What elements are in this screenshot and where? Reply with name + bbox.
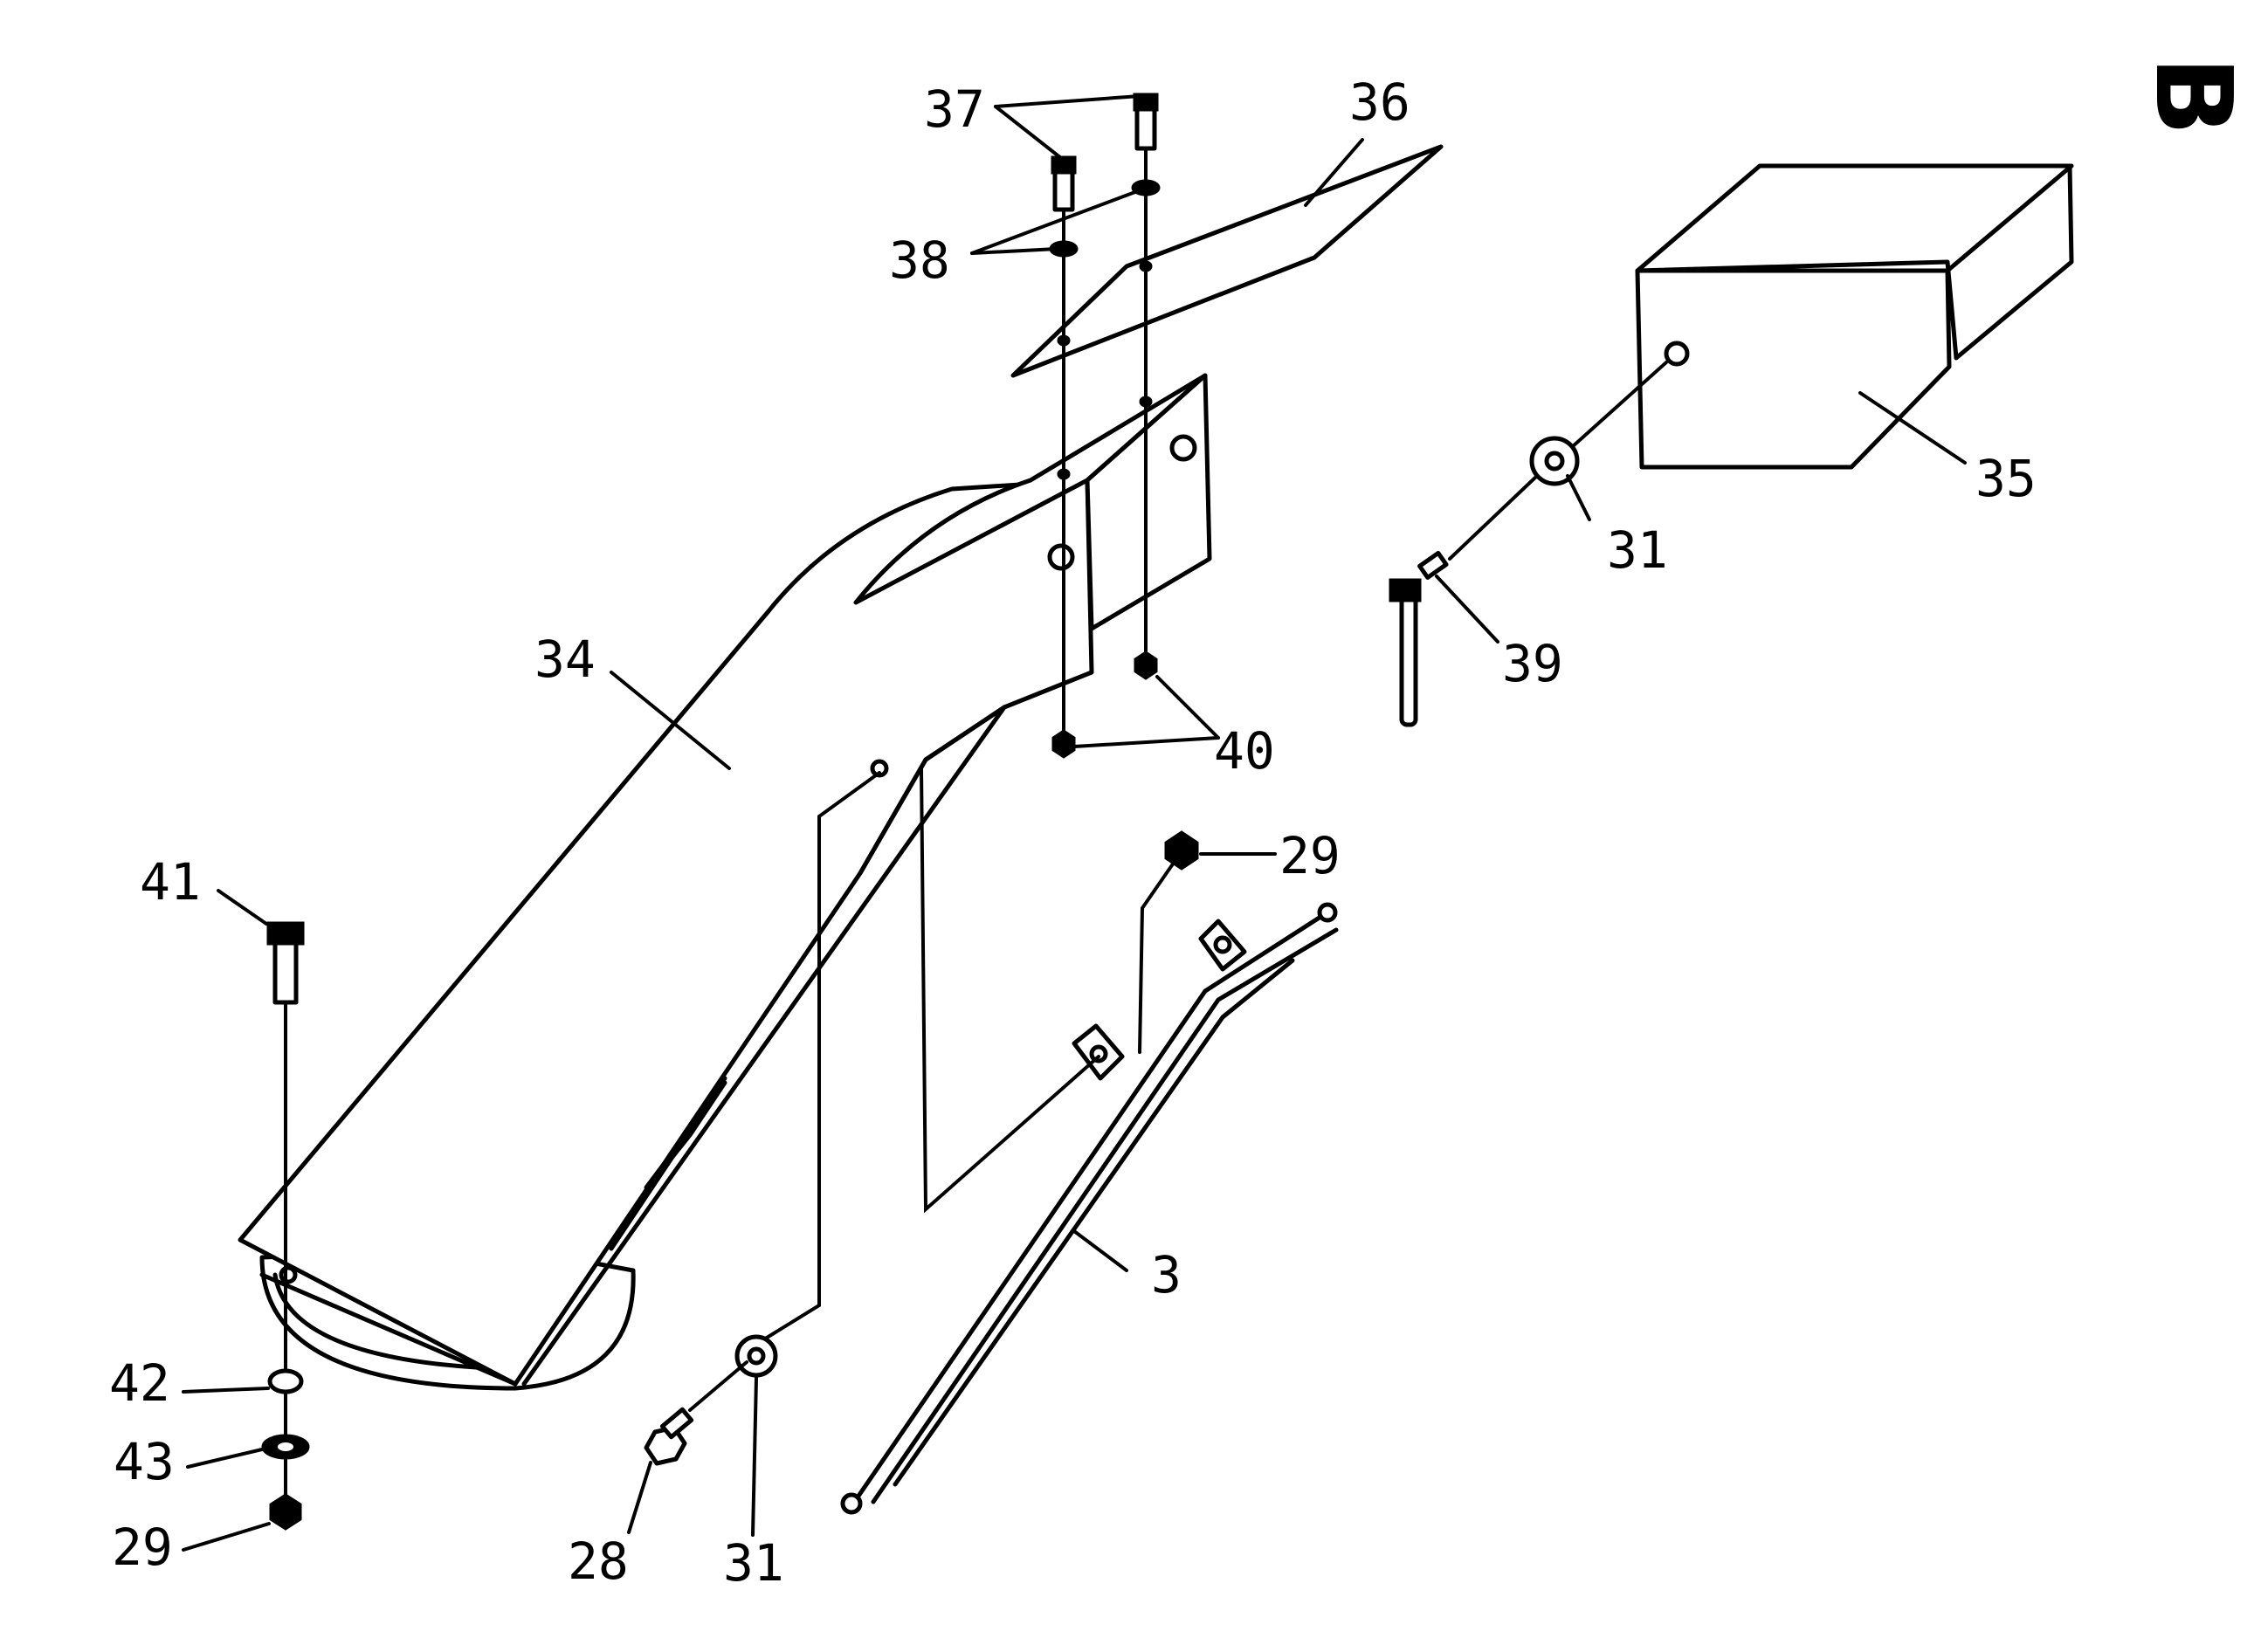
callout-labels: 37 36 38 35 31 34 39 40 29 41 3 42 43 29… (109, 72, 2037, 1593)
control-rod-part-3 (840, 902, 1339, 1515)
linkage-line-29 (1138, 850, 1183, 1054)
bolt-stack-hardware (1049, 93, 1161, 759)
callout-28: 28 (568, 1532, 629, 1591)
linkage-line (920, 767, 1100, 1214)
deflector-plate-part-36 (1010, 144, 1444, 378)
nut-29-upper (1164, 830, 1199, 871)
bolt-41-stack (261, 921, 310, 1531)
callout-3: 3 (1151, 1245, 1182, 1304)
callout-29-upper: 29 (1279, 826, 1341, 885)
callout-39: 39 (1502, 634, 1563, 693)
callout-34: 34 (534, 630, 596, 689)
callout-40: 40 (1214, 721, 1275, 781)
callout-31-upper: 31 (1607, 520, 1668, 580)
callout-37: 37 (924, 79, 985, 139)
bolt-28-washer-31 (644, 771, 881, 1466)
control-box-part-35 (1635, 163, 2074, 470)
callout-31-lower: 31 (723, 1533, 784, 1593)
callout-29-lower: 29 (112, 1518, 173, 1577)
callout-38: 38 (889, 231, 950, 290)
leader-lines (182, 94, 1967, 1552)
callout-43: 43 (114, 1432, 175, 1491)
chute-part-34 (238, 373, 1212, 1391)
callout-41: 41 (140, 852, 201, 912)
sheet-letter: B (2132, 56, 2253, 135)
pin-39-washer-31 (1389, 361, 1668, 727)
callout-35: 35 (1975, 449, 2037, 508)
callout-42: 42 (109, 1353, 170, 1413)
callout-36: 36 (1349, 72, 1410, 132)
